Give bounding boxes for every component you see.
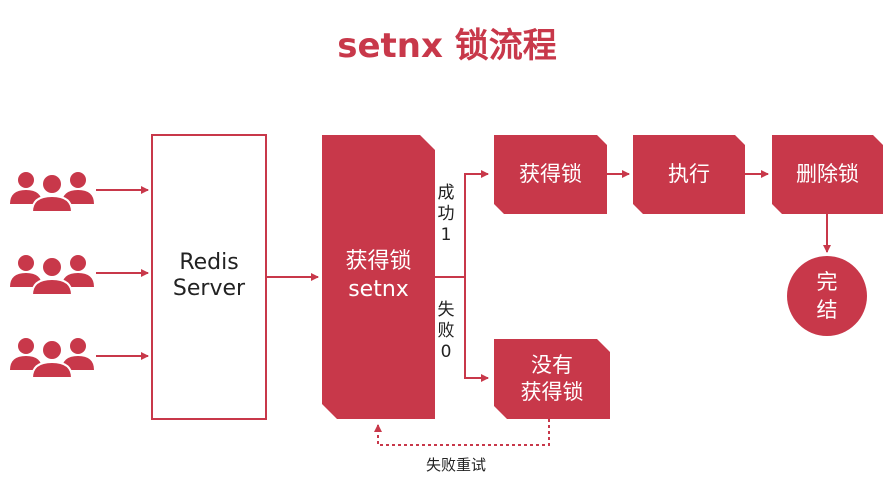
setnx-label-line2: setnx (348, 277, 409, 302)
success-char-2: 功 (437, 204, 455, 224)
acquired-label: 获得锁 (519, 162, 582, 186)
execute-label: 执行 (668, 162, 710, 186)
success-label: 成 功 1 (436, 183, 456, 246)
done-char-1: 完 (816, 270, 838, 294)
retry-label: 失败重试 (426, 456, 487, 474)
users-icon (9, 337, 95, 379)
not-acquired-label: 没有 获得锁 (494, 352, 610, 406)
delete-lock-label: 删除锁 (796, 162, 859, 186)
users-icon (9, 171, 95, 213)
setnx-label: 获得锁 setnx (322, 248, 435, 304)
done-circle (787, 256, 867, 336)
acquired-box (494, 135, 607, 214)
fail-char-2: 败 (437, 321, 455, 341)
not-acquired-line1: 没有 (531, 353, 573, 377)
execute-box (633, 135, 745, 214)
success-char-1: 成 (437, 183, 455, 203)
not-acquired-line2: 获得锁 (520, 380, 584, 404)
server-label-line2: Server (172, 276, 246, 301)
fail-arrow (464, 277, 489, 382)
server-label: Redis Server (152, 250, 266, 302)
fail-char-1: 失 (437, 300, 455, 320)
diagram-title: setnx 锁流程 (337, 26, 557, 66)
success-char-3: 1 (440, 225, 452, 245)
not-acquired-box (494, 339, 610, 419)
retry-arrow (374, 419, 550, 446)
fail-char-3: 0 (440, 342, 452, 362)
done-label: 完 结 (787, 268, 867, 324)
users-icon (9, 254, 95, 296)
setnx-box (322, 135, 435, 419)
delete-lock-box (772, 135, 883, 214)
setnx-label-line1: 获得锁 (345, 249, 412, 274)
success-arrow (435, 170, 489, 278)
server-label-line1: Redis (179, 250, 239, 275)
done-char-2: 结 (816, 298, 838, 322)
fail-label: 失 败 0 (436, 300, 456, 363)
redis-server-box (151, 134, 267, 420)
